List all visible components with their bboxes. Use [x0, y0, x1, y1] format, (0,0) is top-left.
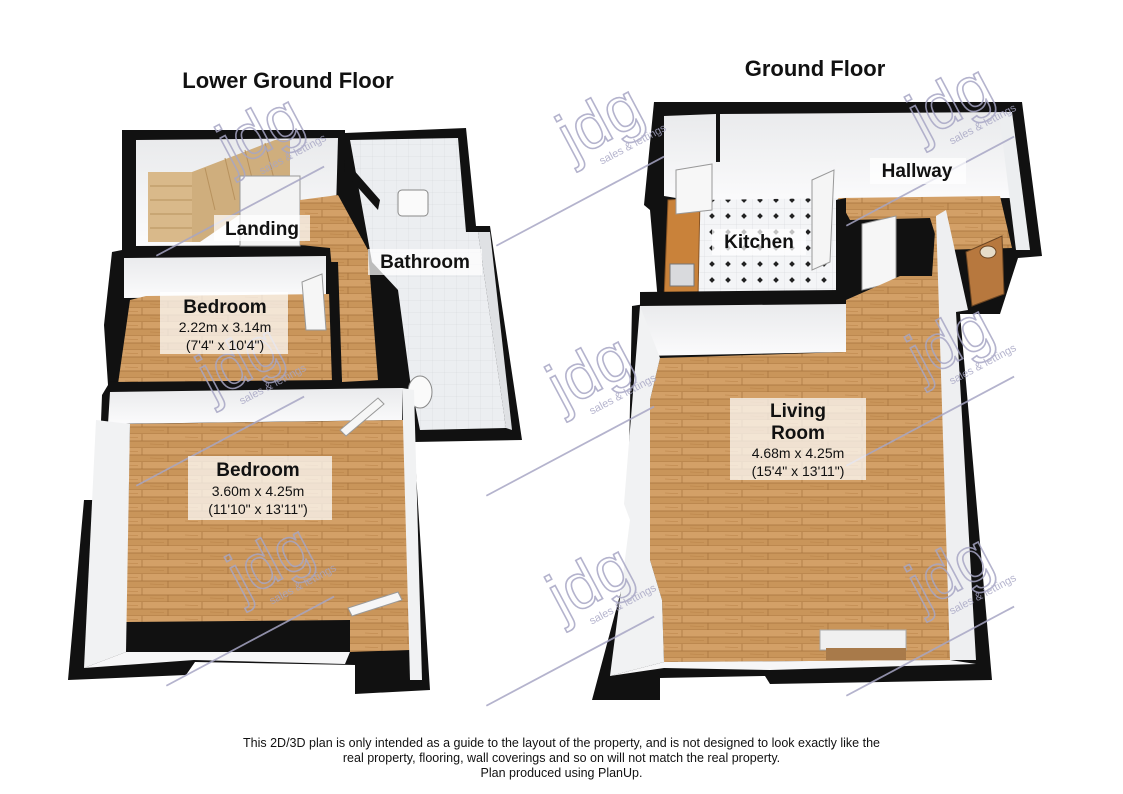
landing-label-bg [214, 215, 310, 241]
room-name-kitchen: Kitchen [724, 232, 794, 253]
room-dim-imperial-living: (15'4" x 13'11") [752, 463, 845, 479]
room-name-bathroom: Bathroom [380, 252, 470, 273]
bedroom-large-door2 [347, 591, 403, 617]
room-name-bedroom-large: Bedroom [216, 460, 299, 481]
hallway-label-bg [870, 158, 966, 184]
kitchen-sink [669, 263, 695, 287]
radiator [819, 629, 907, 651]
disclaimer: This 2D/3D plan is only intended as a gu… [0, 736, 1123, 781]
room-dim-metric-bedroom-large: 3.60m x 4.25m [212, 483, 305, 499]
fireplace-hearth [826, 648, 906, 660]
lower-ground-floor [68, 128, 522, 694]
bedroom-small-door [301, 273, 327, 331]
kitchen-divider-v [836, 198, 846, 304]
divider-wall [108, 380, 342, 392]
living-right-wall [936, 210, 976, 660]
bedroom-large-door [339, 397, 385, 437]
bathroom-label-bg [368, 249, 482, 275]
room-dim-metric-living: 4.68m x 4.25m [752, 445, 845, 461]
hallway-floor [838, 196, 1012, 250]
landing-floor-wood [300, 195, 378, 382]
bedroom-small-wall [124, 256, 326, 298]
kitchen-divider [640, 290, 842, 306]
bedroom-large-label-bg [188, 456, 332, 520]
bedroom-large-bottom [84, 652, 350, 668]
disclaimer-line-3: Plan produced using PlanUp. [480, 766, 643, 780]
room-dim-metric-bedroom-small: 2.22m x 3.14m [179, 319, 272, 335]
room-name-hallway: Hallway [882, 161, 953, 182]
bedroom-large-left-wall [84, 420, 130, 668]
floor-title-lower: Lower Ground Floor [182, 68, 394, 93]
kitchen-cupboard [675, 163, 713, 215]
floor-title-ground: Ground Floor [745, 56, 886, 81]
bedroom-large-right-wall [402, 388, 422, 680]
bedroom-small-label-bg [160, 292, 288, 354]
kitchen-label-bg [712, 229, 806, 255]
divider-wall-v [328, 262, 342, 382]
room-name-living: Living [770, 401, 826, 422]
room-dim-imperial-bedroom-large: (11'10" x 13'11") [208, 501, 308, 517]
front-door-window [979, 245, 997, 259]
hall-door [861, 215, 897, 291]
room-dim-imperial-bedroom-small: (7'4" x 10'4") [186, 337, 264, 353]
living-label-bg [730, 398, 866, 480]
bath-wall-shade [478, 232, 512, 430]
disclaimer-line-2: real property, flooring, wall coverings … [342, 751, 781, 765]
hallway-right-wall [1000, 112, 1030, 250]
living-wall [640, 304, 846, 356]
bathroom-basin [397, 189, 429, 217]
bath-partition [344, 160, 380, 210]
room-name-bedroom-small: Bedroom [183, 297, 266, 318]
room-name-landing: Landing [225, 219, 299, 240]
bedroom-large-wall [108, 388, 402, 424]
living-left-wall [610, 306, 664, 676]
bathroom-floor [350, 138, 506, 430]
living-bottom [610, 660, 976, 676]
disclaimer-line-1: This 2D/3D plan is only intended as a gu… [243, 736, 880, 750]
room-name-living-2: Room [771, 423, 825, 444]
kitchen-door [811, 169, 835, 271]
